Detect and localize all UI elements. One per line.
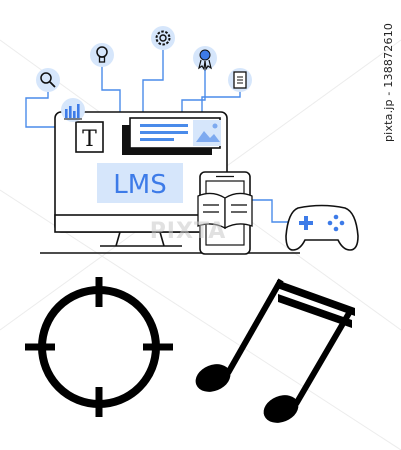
- award-ribbon-icon: [193, 46, 217, 71]
- watermark-side: pixta.jp - 138872610: [382, 23, 395, 142]
- search-icon: [36, 68, 60, 92]
- music-note-icon: [195, 278, 355, 423]
- gamepad-icon: [285, 204, 359, 251]
- crosshair-icon: [25, 277, 173, 417]
- lms-label: LMS: [113, 170, 166, 200]
- media-card: [122, 117, 221, 155]
- bar-chart-icon: [61, 98, 85, 122]
- connector-lines: [25, 50, 290, 223]
- text-tile: T: [75, 121, 104, 153]
- document-icon: [228, 68, 252, 92]
- gear-icon: [151, 26, 175, 50]
- watermark-center: PIXTA: [150, 219, 227, 244]
- lms-banner: LMS: [97, 163, 183, 203]
- open-book-icon: [197, 192, 253, 230]
- lightbulb-icon: [90, 43, 114, 67]
- tablet: [197, 171, 253, 255]
- image-icon: [193, 120, 221, 146]
- text-tile-letter: T: [82, 127, 97, 152]
